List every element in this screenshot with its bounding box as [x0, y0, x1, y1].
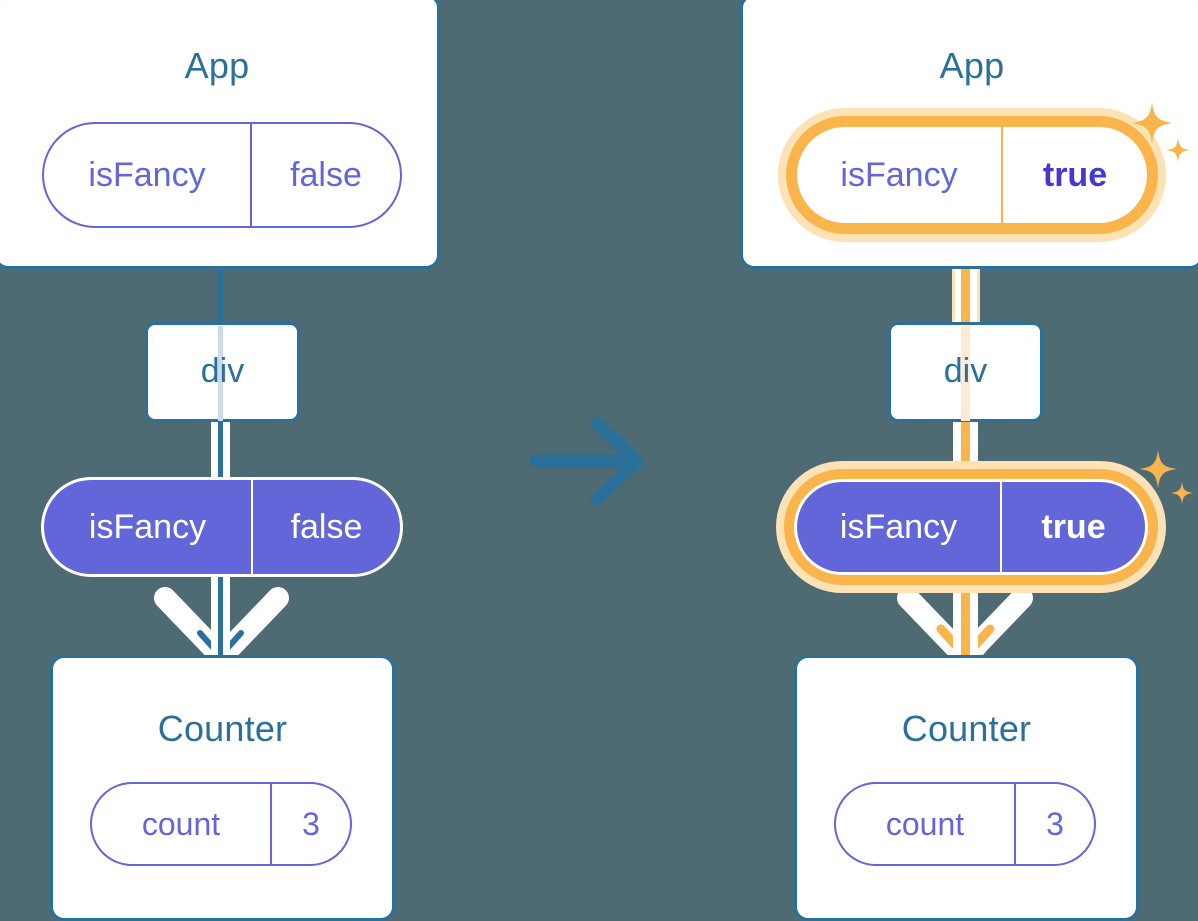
app-card-title-before: App [184, 45, 250, 86]
app-state-value-before: false [250, 124, 400, 226]
connector-through-div-after [961, 326, 970, 421]
app-state-pill-before: isFancy false [42, 122, 402, 228]
counter-card-before: Counter [50, 655, 395, 921]
counter-state-pill-after: count 3 [834, 782, 1096, 866]
app-state-value-after: true [1001, 127, 1147, 223]
dom-node-div-label-before: div [200, 352, 245, 390]
prop-pill-value-before: false [251, 480, 400, 574]
connector-div-to-pill-after [961, 418, 970, 482]
prop-pill-value-after: true [1000, 482, 1145, 572]
prop-pill-before: isFancy false [41, 477, 403, 577]
counter-state-value-after: 3 [1014, 784, 1094, 864]
app-state-key-before: isFancy [88, 155, 206, 194]
sparkle-large-icon [1139, 450, 1177, 488]
app-card-title-after: App [939, 45, 1005, 86]
sparkle-group-prop-after [1139, 450, 1193, 504]
app-state-key-after: isFancy [840, 155, 958, 194]
connector-app-to-div-after [961, 224, 970, 326]
app-state-highlight-inner-after [797, 127, 1147, 223]
counter-state-pill-before: count 3 [90, 782, 352, 866]
prop-pill-key-after: isFancy [839, 507, 958, 546]
connector-pill-to-counter-before [218, 566, 223, 658]
connector-through-div-before [218, 326, 223, 421]
app-state-pill-after: isFancy true [797, 127, 1147, 223]
sparkle-small-icon [1166, 138, 1190, 162]
counter-state-key-after: count [885, 805, 965, 842]
sparkle-group-app-after [1132, 102, 1190, 162]
sparkle-large-icon [1132, 102, 1172, 144]
counter-state-key-before: count [141, 805, 221, 842]
connector-app-to-div-before [218, 266, 223, 326]
counter-state-value-before: 3 [270, 784, 350, 864]
prop-pill-key-before: isFancy [88, 507, 207, 546]
prop-pill-after: isFancy true [794, 479, 1148, 575]
dom-node-div-label-after: div [943, 352, 988, 390]
connector-div-to-pill-before [218, 418, 223, 482]
counter-card-title-after: Counter [901, 708, 1032, 749]
counter-card-title-before: Counter [157, 708, 288, 749]
sparkle-small-icon [1171, 482, 1193, 504]
arrow-right-icon [536, 440, 646, 485]
